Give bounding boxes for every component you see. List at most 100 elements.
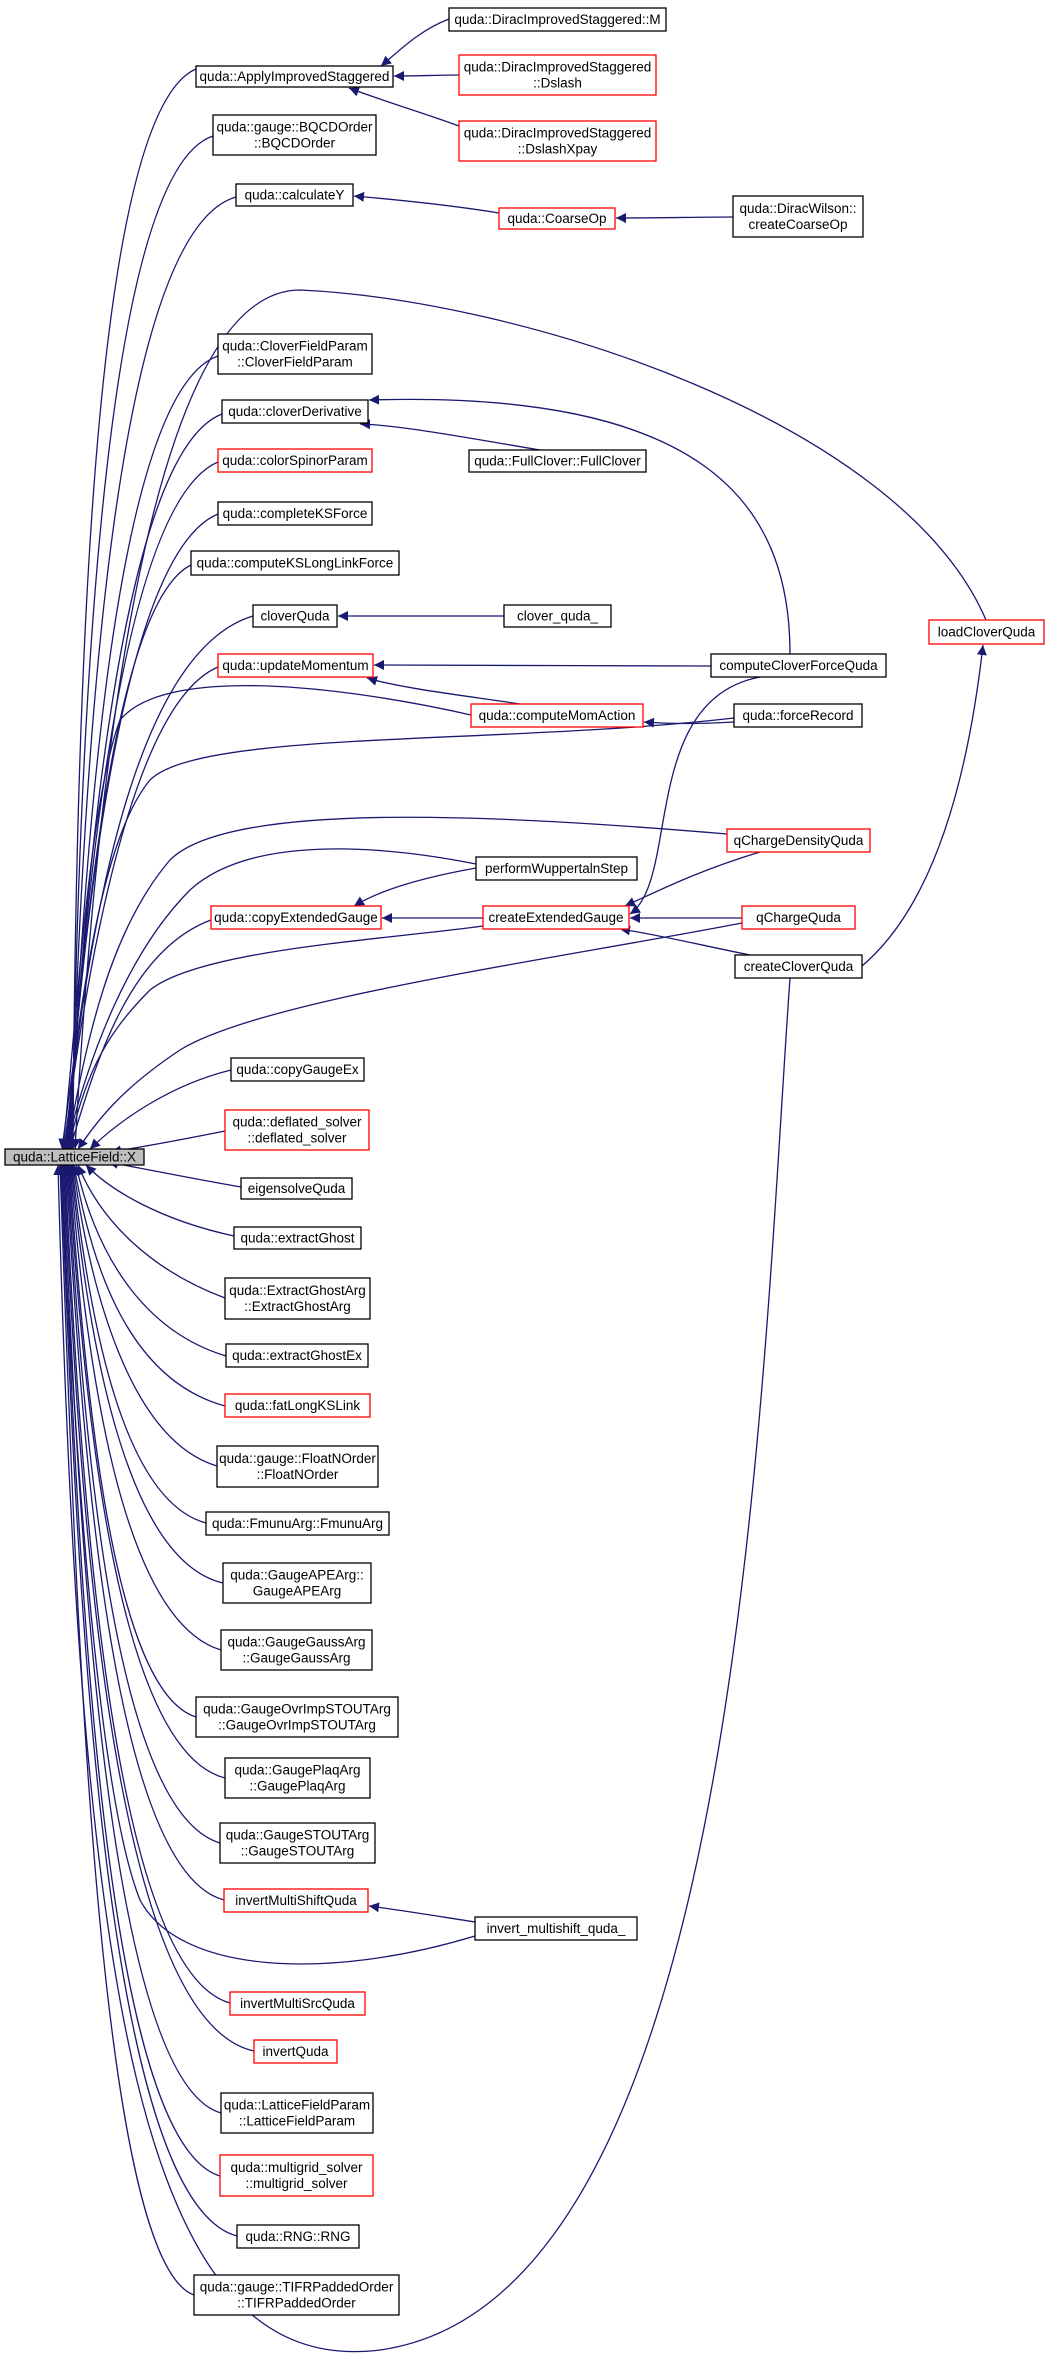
node-box: [230, 1057, 365, 1082]
node-createExtendedGauge[interactable]: createExtendedGauge: [482, 905, 630, 930]
node-eigensolveQuda[interactable]: eigensolveQuda: [240, 1177, 353, 1200]
node-box: [233, 1226, 362, 1250]
node-bqcdOrder[interactable]: quda::gauge::BQCDOrder::BQCDOrder: [212, 114, 377, 156]
node-fatLongKSLink[interactable]: quda::fatLongKSLink: [224, 1393, 371, 1418]
node-box: [475, 856, 638, 881]
node-box: [210, 905, 382, 930]
node-floatNOrder[interactable]: quda::gauge::FloatNOrder::FloatNOrder: [216, 1445, 379, 1488]
node-extractGhostEx[interactable]: quda::extractGhostEx: [225, 1343, 369, 1368]
edge-updateMomentum-to-root: [60, 666, 219, 1150]
node-label: quda::GaugeAPEArg::: [230, 1568, 364, 1583]
node-cloverQudaF[interactable]: clover_quda_: [503, 604, 612, 628]
node-deflatedSolver[interactable]: quda::deflated_solver::deflated_solver: [224, 1109, 370, 1151]
node-box: [219, 2154, 374, 2197]
edge-invertMultishiftQudaF-to-invertMultiShiftQuda: [368, 1902, 476, 1923]
node-label: quda::GaugeOvrImpSTOUTArg: [203, 1702, 391, 1717]
node-box: [732, 195, 864, 238]
node-cloverFieldParam[interactable]: quda::CloverFieldParam::CloverFieldParam: [217, 333, 373, 375]
node-latticeFieldParam[interactable]: quda::LatticeFieldParam::LatticeFieldPar…: [220, 2092, 374, 2134]
node-label: quda::extractGhost: [240, 1231, 354, 1246]
node-label: ::GaugeSTOUTArg: [241, 1844, 355, 1859]
node-qChargeDensityQuda[interactable]: qChargeDensityQuda: [726, 828, 871, 853]
node-box: [217, 653, 374, 678]
node-invertMultishiftQudaF[interactable]: invert_multishift_quda_: [474, 1916, 638, 1941]
node-label: ::GaugeGaussArg: [242, 1651, 350, 1666]
node-fmunuArg[interactable]: quda::FmunuArg::FmunuArg: [205, 1511, 390, 1536]
node-calculateY[interactable]: quda::calculateY: [235, 183, 354, 207]
node-diracWilsonCreateCoarseOp[interactable]: quda::DiracWilson::createCoarseOp: [732, 195, 864, 238]
edge-gaugeOvrImpSTOUTArg-to-root: [64, 1164, 197, 1718]
node-box: [253, 2039, 338, 2064]
node-label: qChargeQuda: [756, 910, 841, 925]
node-label: cloverQuda: [260, 609, 330, 624]
node-label: invertQuda: [262, 2044, 329, 2059]
node-box: [212, 114, 377, 156]
edge-performWuppertalnStep-to-root: [63, 848, 477, 1150]
node-box: [221, 399, 369, 424]
node-colorSpinorParam[interactable]: quda::colorSpinorParam: [217, 448, 373, 473]
node-label: quda::GaugePlaqArg: [234, 1763, 360, 1778]
node-label: quda::DiracImprovedStaggered: [464, 60, 652, 75]
node-gaugePlaqArg[interactable]: quda::GaugePlaqArg::GaugePlaqArg: [224, 1757, 371, 1799]
node-box: [734, 954, 863, 979]
node-box: [470, 703, 644, 728]
node-box: [498, 207, 616, 230]
node-forceRecord[interactable]: quda::forceRecord: [733, 703, 863, 728]
edge-floatNOrder-to-root: [69, 1164, 218, 1467]
node-computeMomAction[interactable]: quda::computeMomAction: [470, 703, 644, 728]
edge-forceRecord-to-root: [58, 717, 735, 1150]
edge-invertMultiShiftQuda-to-root: [61, 1164, 225, 1901]
node-cloverDerivative[interactable]: quda::cloverDerivative: [221, 399, 369, 424]
node-tifrPaddedOrder[interactable]: quda::gauge::TIFRPaddedOrder::TIFRPadded…: [193, 2274, 400, 2316]
node-updateMomentum[interactable]: quda::updateMomentum: [217, 653, 374, 678]
node-gaugeAPEArg[interactable]: quda::GaugeAPEArg::GaugeAPEArg: [222, 1562, 372, 1604]
node-fullClover[interactable]: quda::FullClover::FullClover: [468, 449, 647, 473]
edge-createCloverQuda-to-createExtendedGauge: [619, 925, 751, 956]
node-label: quda::GaugeGaussArg: [227, 1635, 365, 1650]
edge-coarseOp-to-calculateY: [353, 191, 500, 214]
node-gaugeSTOUTArg[interactable]: quda::GaugeSTOUTArg::GaugeSTOUTArg: [219, 1822, 376, 1864]
node-invertMultiSrcQuda[interactable]: invertMultiSrcQuda: [229, 1991, 366, 2016]
node-label: ::multigrid_solver: [245, 2176, 348, 2191]
node-extractGhost[interactable]: quda::extractGhost: [233, 1226, 362, 1250]
node-label: quda::forceRecord: [742, 708, 853, 723]
node-invertQuda[interactable]: invertQuda: [253, 2039, 338, 2064]
node-diracImpStagDslash[interactable]: quda::DiracImprovedStaggered::Dslash: [458, 54, 657, 96]
node-createCloverQuda[interactable]: createCloverQuda: [734, 954, 863, 979]
node-gaugeOvrImpSTOUTArg[interactable]: quda::GaugeOvrImpSTOUTArg::GaugeOvrImpST…: [195, 1696, 399, 1738]
node-label: quda::DiracImprovedStaggered: [464, 126, 652, 141]
edge-latticeFieldParam-to-root: [58, 1164, 222, 2114]
node-rng[interactable]: quda::RNG::RNG: [236, 2224, 360, 2249]
edge-computeMomAction-to-updateMomentum: [366, 676, 521, 705]
node-computeCloverForceQuda[interactable]: computeCloverForceQuda: [710, 653, 887, 678]
node-performWuppertalnStep[interactable]: performWuppertalnStep: [475, 856, 638, 881]
node-label: GaugeAPEArg: [253, 1584, 342, 1599]
node-diracImpStagM[interactable]: quda::DiracImprovedStaggered::M: [448, 7, 667, 32]
node-copyGaugeEx[interactable]: quda::copyGaugeEx: [230, 1057, 365, 1082]
node-multigridSolver[interactable]: quda::multigrid_solver::multigrid_solver: [219, 2154, 374, 2197]
node-computeKSLongLinkForce[interactable]: quda::computeKSLongLinkForce: [190, 550, 400, 576]
node-completeKSForce[interactable]: quda::completeKSForce: [217, 501, 373, 526]
node-invertMultiShiftQuda[interactable]: invertMultiShiftQuda: [223, 1888, 369, 1913]
node-cloverQuda[interactable]: cloverQuda: [252, 604, 338, 628]
node-copyExtendedGauge[interactable]: quda::copyExtendedGauge: [210, 905, 382, 930]
node-label: qChargeDensityQuda: [734, 833, 864, 848]
node-root: quda::LatticeField::X: [4, 1148, 145, 1166]
node-label: createCoarseOp: [748, 217, 847, 232]
node-diracImpStagDslashXpay[interactable]: quda::DiracImprovedStaggered::DslashXpay: [458, 120, 657, 162]
node-box: [224, 1757, 371, 1799]
node-extractGhostArg[interactable]: quda::ExtractGhostArg::ExtractGhostArg: [224, 1277, 371, 1320]
node-coarseOp[interactable]: quda::CoarseOp: [498, 207, 616, 230]
node-gaugeGaussArg[interactable]: quda::GaugeGaussArg::GaugeGaussArg: [220, 1629, 373, 1671]
node-box: [235, 183, 354, 207]
edge-extractGhostEx-to-root: [73, 1164, 227, 1357]
node-loadCloverQuda[interactable]: loadCloverQuda: [928, 619, 1045, 645]
edge-copyGaugeEx-to-root: [89, 1069, 232, 1150]
edge-tifrPaddedOrder-to-root: [55, 1164, 195, 2296]
node-box: [468, 449, 647, 473]
node-applyImprovedStaggered[interactable]: quda::ApplyImprovedStaggered: [195, 65, 394, 88]
node-label: ::GaugePlaqArg: [249, 1779, 345, 1794]
node-qChargeQuda[interactable]: qChargeQuda: [741, 905, 856, 930]
node-box: [236, 2224, 360, 2249]
edge-cloverFieldParam-to-root: [65, 355, 219, 1150]
